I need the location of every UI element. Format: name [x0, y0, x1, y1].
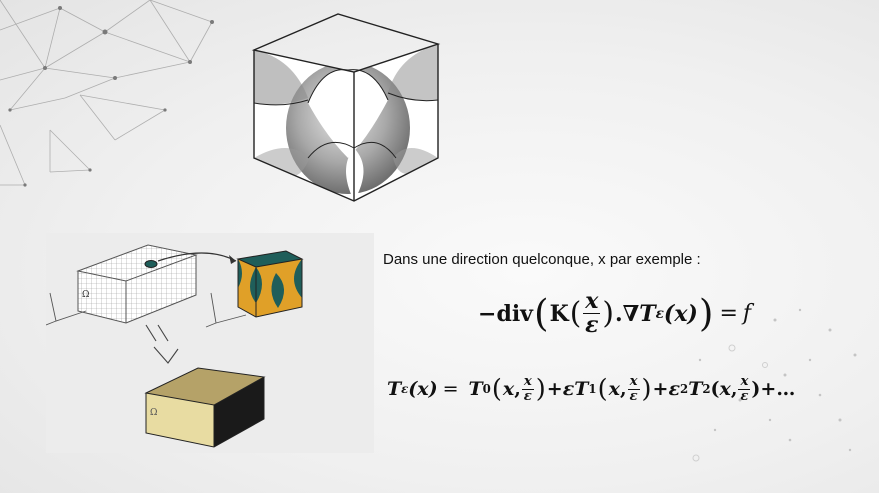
eq2-lhs-T: T	[387, 378, 402, 401]
omega-label-meshed: Ω	[82, 290, 89, 300]
eq1-nabla-T: ∇T	[622, 300, 656, 327]
eq2-T1-sub: 1	[588, 382, 597, 397]
eq1-close-paren: )	[698, 290, 714, 335]
eq2-p1-num: x	[521, 374, 534, 390]
eq2-lhs-sup: ε	[401, 382, 409, 397]
eq1-arg: (x)	[663, 300, 698, 327]
eq1-dot: .	[615, 300, 623, 327]
eq2-p2-num: x	[627, 374, 640, 390]
eq1-equals: =	[719, 301, 738, 327]
homogenization-figure: Ω	[45, 233, 374, 453]
eq2-p2-den: ε	[629, 388, 638, 404]
direction-caption: Dans une direction quelconque, x par exe…	[383, 251, 701, 268]
eq2-eps2-sup: 2	[680, 382, 689, 397]
eq2-T0: T	[468, 378, 483, 401]
eq2-p3-x: x	[719, 378, 731, 401]
eq1-frac-num: x	[583, 288, 601, 315]
eq2-p1-den: ε	[523, 388, 532, 404]
eq2-plus2: +	[652, 378, 669, 401]
fcc-unit-cell-figure	[251, 13, 441, 202]
eq2-tail: )+…	[751, 378, 796, 401]
eq1-fraction: x ε	[583, 288, 601, 339]
eq2-p1-x: x	[502, 378, 515, 401]
eq1-open-paren: (	[533, 290, 549, 335]
eq2-p2-x: x	[608, 378, 620, 401]
dots-decoration	[692, 308, 857, 462]
eq1-minus: −	[478, 300, 497, 327]
eq1-div: div	[496, 300, 533, 327]
eq2-p3-comma: ,	[730, 378, 738, 401]
eq2-equals: =	[442, 378, 459, 401]
omega-label-homogeneous: Ω	[150, 408, 157, 418]
eq1-inner-close: )	[602, 295, 614, 331]
eq2-T2-sub: 2	[702, 382, 711, 397]
eq2-p3-num: x	[738, 374, 751, 390]
eq1-K: K	[549, 300, 569, 327]
eq2-T2: T	[688, 378, 703, 401]
eq2-eps-T1: εT	[562, 378, 589, 401]
eq2-p3-den: ε	[740, 388, 749, 404]
eq2-plus1: +	[546, 378, 563, 401]
eq2-T0-sub: 0	[482, 382, 491, 397]
eq1-f: f	[742, 301, 752, 327]
eq2-lhs-arg: (x)	[408, 378, 438, 401]
eq2-p1-comma: ,	[514, 378, 521, 401]
eq2-p2-open: (	[597, 373, 608, 404]
eq1-frac-den: ε	[585, 312, 599, 339]
eq2-p3-open: (	[710, 378, 720, 401]
eq2-p2-comma: ,	[619, 378, 627, 401]
eq1-inner-open: (	[569, 295, 582, 331]
eq2-p1-open: (	[491, 373, 502, 404]
eq1-sup: ε	[655, 305, 664, 322]
eq2-eps2: ε	[668, 378, 680, 401]
network-decoration	[0, 0, 214, 187]
eq2-p1-close: )	[535, 373, 546, 404]
eq2-p2-close: )	[641, 373, 652, 404]
